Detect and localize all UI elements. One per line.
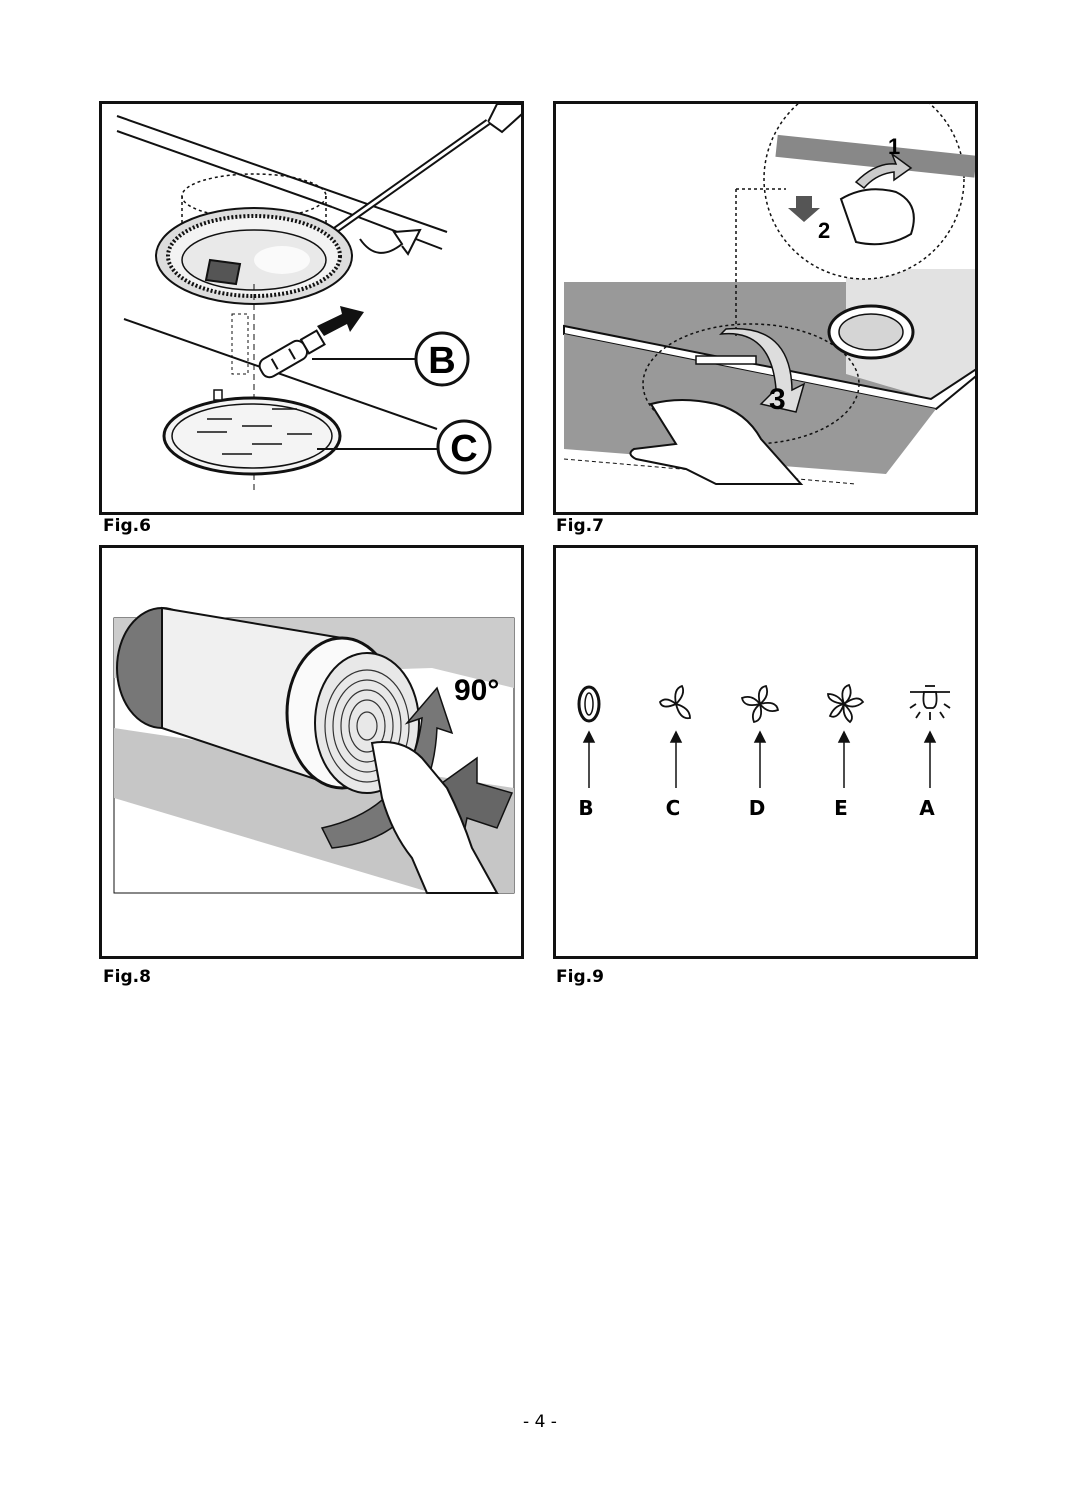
control-label-e: E xyxy=(834,796,848,820)
off-icon xyxy=(577,685,601,723)
fig7-caption: Fig.7 xyxy=(556,516,604,536)
fan-speed-2-icon xyxy=(740,684,780,724)
fig6-label-c: C xyxy=(450,428,477,470)
fan-speed-1-icon xyxy=(659,684,691,720)
fig6-panel: B C xyxy=(99,101,524,515)
light-icon xyxy=(909,685,951,720)
control-label-a: A xyxy=(919,796,935,820)
fig8-panel: 90° xyxy=(99,545,524,959)
fan-speed-3-icon xyxy=(827,683,865,724)
fig8-illustration: 90° xyxy=(113,606,515,894)
fig7-panel: 1 2 3 xyxy=(553,101,978,515)
fig8-rotation-label: 90° xyxy=(454,674,499,707)
fig7-step-3: 3 xyxy=(769,383,786,416)
control-label-d: D xyxy=(748,796,766,820)
fig7-step-2: 2 xyxy=(818,218,830,243)
fig7-step-1: 1 xyxy=(888,134,900,159)
control-label-b: B xyxy=(578,796,594,820)
control-label-c: C xyxy=(665,796,681,820)
fig9-controls xyxy=(577,683,951,788)
fig9-panel xyxy=(553,545,978,959)
fig7-illustration: 1 2 3 xyxy=(563,104,975,485)
fig6-illustration: B C xyxy=(116,104,521,494)
fig6-label-b: B xyxy=(428,340,455,382)
fig8-caption: Fig.8 xyxy=(103,967,151,987)
fig9-caption: Fig.9 xyxy=(556,967,604,987)
fig6-caption: Fig.6 xyxy=(103,516,151,536)
page-number: - 4 - xyxy=(523,1412,557,1432)
